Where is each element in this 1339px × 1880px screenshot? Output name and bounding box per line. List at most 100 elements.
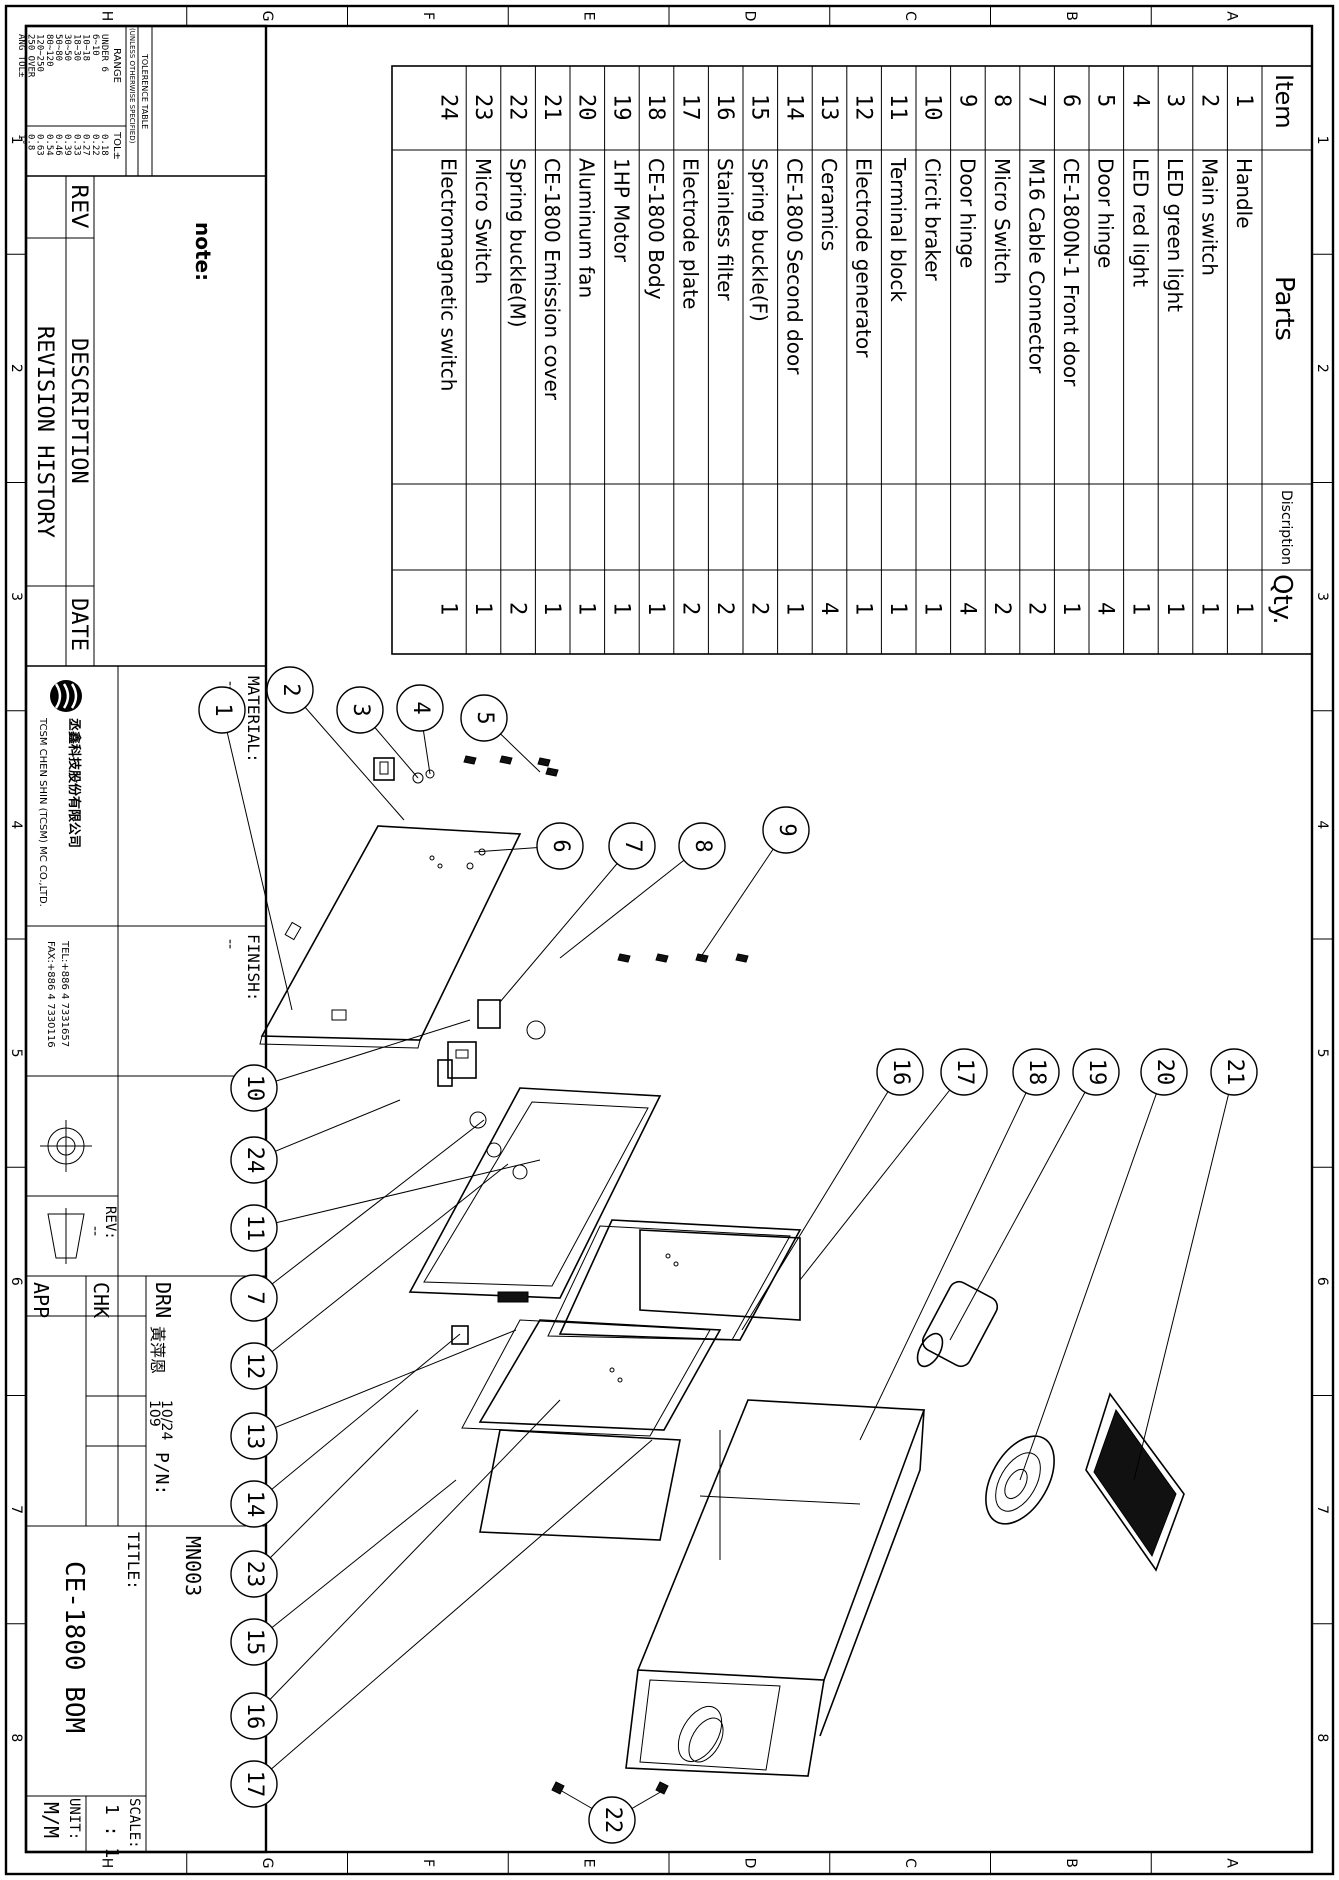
bom-cell-part: Electrode plate <box>678 158 702 309</box>
bom-cell-part: Spring buckle(F) <box>748 158 772 322</box>
callout-22: 22 <box>600 1807 625 1834</box>
zone-row-label: F <box>420 1859 436 1867</box>
bom-cell-qty: 1 <box>1231 602 1256 615</box>
callout-6-circle <box>536 822 584 870</box>
date-label: DATE <box>66 598 91 651</box>
bom-cell-part: CE-1800 Body <box>644 158 668 300</box>
zone-row-label: C <box>902 11 918 21</box>
door-hinges <box>463 755 749 963</box>
zone-col-label: 6 <box>8 1277 24 1286</box>
callout-1-circle <box>198 686 246 734</box>
callout-13: 13 <box>242 1423 267 1450</box>
bom-cell-part: Main switch <box>1197 158 1221 276</box>
zone-col-label: 7 <box>8 1505 24 1514</box>
tolerance-table: TOLERENCE TABLE (UNLESS OTHERWISE SPECIF… <box>16 25 153 177</box>
date-value-2: 109 <box>146 1400 162 1427</box>
tolerance-range: ANG TOL± <box>16 34 26 78</box>
callout-3-circle <box>336 686 384 734</box>
callout-14: 14 <box>242 1491 267 1518</box>
bom-cell-item: 13 <box>816 94 841 121</box>
zone-col-label: 1 <box>1314 136 1330 145</box>
company-fax: FAX:+886 4 7330116 <box>45 941 56 1048</box>
zone-row-label: G <box>259 11 275 22</box>
bom-cell-part: Micro Switch <box>471 158 495 284</box>
tolerance-value: 0.27 <box>81 134 91 156</box>
tolerance-range: 80~120 <box>44 34 54 67</box>
bom-cell-part: CE-1800N-1 Front door <box>1059 158 1083 387</box>
bom-cell-qty: 2 <box>989 602 1014 615</box>
bom-cell-part: 1HP Motor <box>609 158 633 263</box>
bom-cell-item: 23 <box>470 94 495 121</box>
bom-cell-part: Circit braker <box>921 158 945 281</box>
bom-cell-part: M16 Cable Connector <box>1024 158 1048 374</box>
pn-label: P/N: <box>151 1452 172 1495</box>
callout-7: 7 <box>242 1291 267 1304</box>
tolerance-range: 6~10 <box>90 34 100 56</box>
callout-3: 3 <box>348 703 373 716</box>
callout-23-circle <box>230 1550 278 1598</box>
tolerance-value: 0.46 <box>53 134 63 156</box>
bom-cell-qty: 1 <box>608 602 633 615</box>
bom-cell-qty: 1 <box>1162 602 1187 615</box>
front-door <box>259 825 522 1049</box>
bom-cell-part: CE-1800 Emission cover <box>540 158 564 401</box>
bom-cell-part: Handle <box>1232 158 1256 229</box>
company-tel: TEL:+886 4 7331657 <box>59 940 70 1047</box>
callout-24: 24 <box>242 1147 267 1174</box>
tolerance-range: 120~250 <box>35 34 45 72</box>
bom-cell-qty: 2 <box>712 602 737 615</box>
bom-cell-qty: 1 <box>435 602 460 615</box>
description-label: DESCRIPTION <box>66 338 91 484</box>
bom-cell-qty: 2 <box>677 602 702 615</box>
callout-4-circle <box>396 684 444 732</box>
callout-19-circle <box>1072 1048 1120 1096</box>
callout-2-circle <box>266 666 314 714</box>
bom-cell-qty: 2 <box>1023 602 1048 615</box>
callout-13-circle <box>230 1412 278 1460</box>
zone-col-label: 2 <box>1314 364 1330 373</box>
bom-cell-item: 16 <box>712 94 737 121</box>
callout-15-circle <box>230 1618 278 1666</box>
bom-cell-qty: 4 <box>954 602 979 615</box>
tolerance-value: 0.18 <box>99 134 109 156</box>
zone-row-label: C <box>902 1858 918 1868</box>
zone-col-label: 1 <box>8 136 24 145</box>
second-door-frame <box>408 1087 662 1303</box>
callout-7: 7 <box>620 839 645 852</box>
callout-15: 15 <box>242 1629 267 1656</box>
bom-cell-item: 10 <box>920 94 945 121</box>
bom-cell-item: 24 <box>435 94 460 121</box>
tolerance-value: 0.39 <box>62 134 72 156</box>
bom-cell-item: 5 <box>1093 94 1118 107</box>
scale-label: SCALE: <box>126 1798 142 1849</box>
tolerance-value: 0.63 <box>35 134 45 156</box>
bom-cell-part: Terminal block <box>886 157 910 302</box>
bom-cell-item: 3 <box>1162 94 1187 107</box>
tolerance-value: 0.33 <box>71 134 81 156</box>
callout-24-circle <box>230 1136 278 1184</box>
leader-lines <box>221 689 1235 1821</box>
bom-cell-qty: 2 <box>747 602 772 615</box>
bom-cell-qty: 1 <box>574 602 599 615</box>
zone-col-label: 8 <box>8 1733 24 1742</box>
callout-16-circle <box>230 1692 278 1740</box>
zone-row-label: A <box>1224 11 1240 21</box>
material-value: -- <box>222 681 238 691</box>
company-name-cn: 丞鑫科技股份有限公司 <box>66 718 82 848</box>
app-label: APP <box>29 1282 53 1318</box>
bom-cell-part: Door hinge <box>955 158 979 268</box>
callout-9-circle <box>762 806 810 854</box>
callout-14-circle <box>230 1480 278 1528</box>
zone-col-label: 7 <box>1314 1505 1330 1514</box>
zone-row-label: A <box>1224 1858 1240 1868</box>
bom-cell-part: Electromagnetic switch <box>436 158 460 391</box>
tolerance-header-tol: TOL± <box>111 131 122 160</box>
zone-col-label: 8 <box>1314 1733 1330 1742</box>
callout-23: 23 <box>242 1561 267 1588</box>
rev-label: REV <box>66 184 91 228</box>
tolerance-subtitle: (UNLESS OTHERWISE SPECIFIED) <box>128 28 136 144</box>
filters-and-plates <box>461 1219 802 1541</box>
bom-cell-part: Door hinge <box>1094 158 1118 268</box>
bom-cell-part: Spring buckle(M) <box>505 158 529 328</box>
